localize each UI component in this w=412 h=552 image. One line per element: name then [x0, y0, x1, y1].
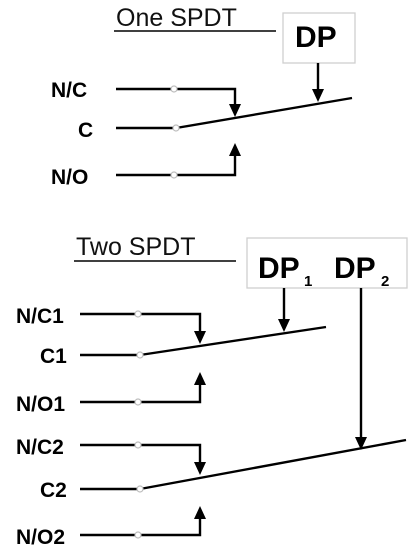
c1-terminal [136, 351, 144, 359]
nc2-arrow-head [194, 462, 206, 475]
c-label: C [78, 119, 93, 142]
nc2-terminal [134, 441, 142, 449]
dp-actuator-arrow [312, 89, 324, 102]
no-label: N/O [51, 166, 88, 189]
dp2-label: DP [334, 252, 376, 285]
switch1-pole [139, 325, 327, 357]
no1-wire [80, 383, 202, 404]
dp1-subscript: 1 [304, 273, 312, 290]
no1-arrow-head [194, 372, 206, 385]
no-wire [116, 155, 237, 177]
c2-terminal [136, 485, 144, 493]
switch2-pole [139, 438, 407, 491]
nc-terminal [170, 85, 178, 93]
nc2-wire [80, 443, 202, 464]
nc1-wire [80, 312, 202, 333]
nc1-terminal [134, 310, 142, 318]
c-terminal [172, 124, 180, 132]
no1-label: N/O1 [16, 393, 65, 416]
dp-pair-box [246, 237, 408, 289]
no2-terminal [134, 531, 142, 539]
two-spdt-title: Two SPDT [76, 233, 195, 261]
no1-terminal [134, 398, 142, 406]
dp1-actuator-arrow [278, 319, 290, 332]
dp1-label: DP [258, 252, 300, 285]
nc1-arrow-head [194, 331, 206, 344]
c2-label: C2 [40, 479, 67, 502]
no2-arrow-head [194, 506, 206, 519]
nc1-label: N/C1 [16, 305, 64, 328]
no2-label: N/O2 [16, 526, 65, 549]
nc-wire [116, 87, 237, 106]
one-spdt-title: One SPDT [116, 4, 237, 32]
no-terminal [170, 171, 178, 179]
dp2-subscript: 2 [381, 273, 389, 290]
c1-label: C1 [40, 345, 67, 368]
no2-wire [80, 517, 202, 537]
nc-arrow-head [229, 104, 241, 117]
one-spdt-section: One SPDT DP N/C C N/O [51, 4, 356, 189]
nc-label: N/C [51, 79, 87, 102]
nc2-label: N/C2 [16, 436, 64, 459]
two-spdt-section: Two SPDT DP 1 DP 2 N/C1 C1 N/O1 N/C2 C2 … [16, 233, 408, 549]
dp-label: DP [295, 21, 337, 54]
no-arrow-head [229, 143, 241, 156]
dp2-actuator-arrow [355, 437, 367, 450]
switch-pole [175, 96, 353, 130]
